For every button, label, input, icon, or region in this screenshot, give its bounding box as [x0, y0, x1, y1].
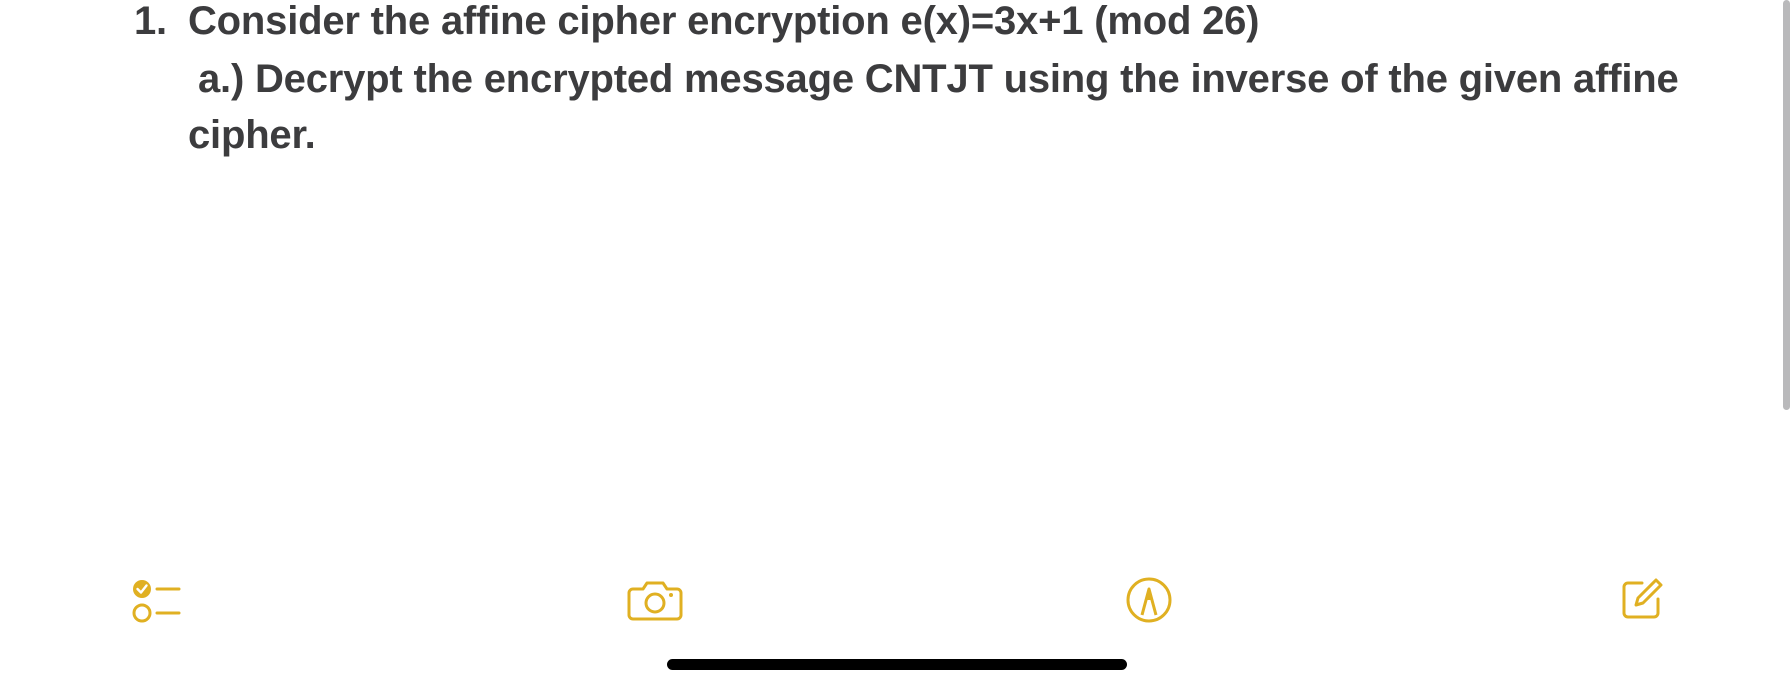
compose-button[interactable] — [1611, 570, 1671, 630]
list-item-text: Consider the affine cipher encryption e(… — [188, 0, 1260, 43]
vertical-scrollbar[interactable] — [1783, 0, 1790, 410]
markup-icon — [1126, 577, 1172, 623]
checklist-button[interactable] — [128, 570, 188, 630]
home-indicator[interactable] — [667, 659, 1127, 670]
sub-item-text-line-2: cipher. — [188, 113, 316, 157]
checklist-icon — [132, 580, 181, 623]
markup-button[interactable] — [1119, 570, 1179, 630]
bottom-toolbar — [0, 570, 1790, 630]
list-number: 1. — [134, 0, 167, 43]
sub-item-text-line-1: a.) Decrypt the encrypted message CNTJT … — [198, 57, 1679, 101]
compose-icon — [1622, 578, 1663, 619]
camera-button[interactable] — [625, 570, 685, 630]
camera-icon — [627, 581, 683, 621]
